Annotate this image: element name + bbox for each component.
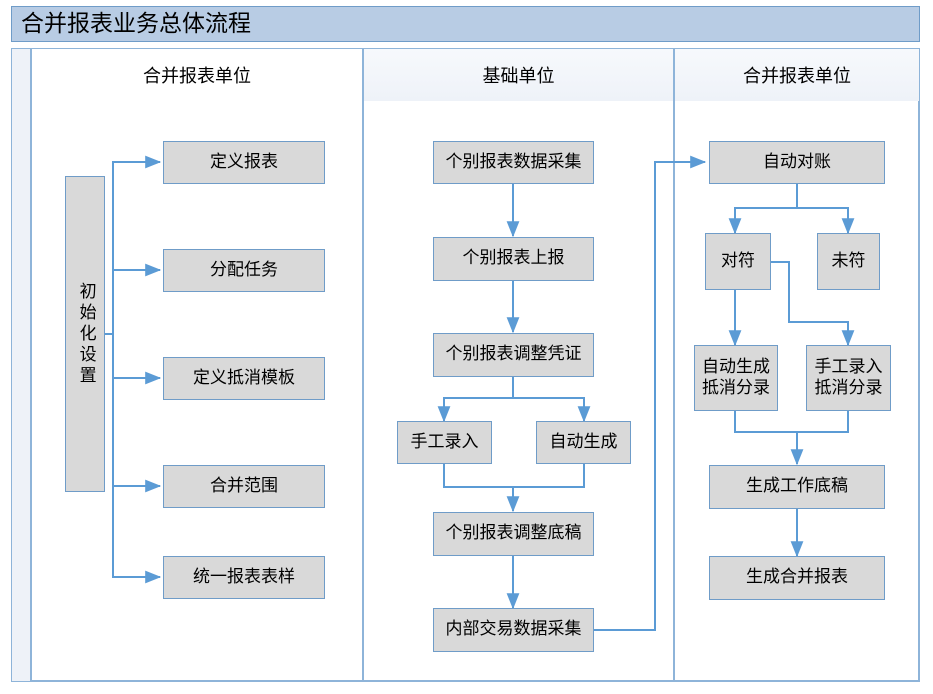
- diagram-title-bar: 合并报表业务总体流程: [11, 6, 920, 42]
- node-unmatched[interactable]: 未符: [817, 233, 880, 290]
- node-manual-offset-entry[interactable]: 手工录入 抵消分录: [806, 345, 891, 411]
- node-define-offset-template[interactable]: 定义抵消模板: [163, 357, 325, 400]
- node-collect-individual-data[interactable]: 个别报表数据采集: [433, 141, 594, 184]
- node-generate-worksheet[interactable]: 生成工作底稿: [709, 465, 885, 509]
- node-auto-reconcile[interactable]: 自动对账: [709, 141, 885, 184]
- node-merge-scope[interactable]: 合并范围: [163, 465, 325, 508]
- node-adjust-draft[interactable]: 个别报表调整底稿: [433, 512, 594, 556]
- node-submit-individual[interactable]: 个别报表上报: [433, 237, 594, 281]
- node-define-report[interactable]: 定义报表: [163, 141, 325, 184]
- node-generate-merged-report[interactable]: 生成合并报表: [709, 556, 885, 600]
- lane-header-right: 合并报表单位: [675, 49, 919, 101]
- lane-divider-2: [673, 49, 675, 681]
- page-title: 合并报表业务总体流程: [21, 10, 251, 37]
- node-unify-report-form[interactable]: 统一报表表样: [163, 556, 325, 599]
- lane-header-left: 合并报表单位: [32, 49, 362, 101]
- node-auto-generate[interactable]: 自动生成: [536, 421, 631, 464]
- node-init-setup[interactable]: 初始化设置: [65, 176, 105, 492]
- lane-header-middle: 基础单位: [364, 49, 673, 101]
- node-adjust-voucher[interactable]: 个别报表调整凭证: [433, 333, 594, 377]
- node-collect-internal-trade[interactable]: 内部交易数据采集: [433, 608, 594, 652]
- lane-gutter-column: [12, 49, 32, 681]
- node-manual-entry[interactable]: 手工录入: [397, 421, 492, 464]
- node-auto-gen-offset-entry[interactable]: 自动生成 抵消分录: [694, 345, 778, 411]
- node-matched[interactable]: 对符: [705, 233, 771, 290]
- lane-divider-1: [362, 49, 364, 681]
- node-assign-task[interactable]: 分配任务: [163, 249, 325, 292]
